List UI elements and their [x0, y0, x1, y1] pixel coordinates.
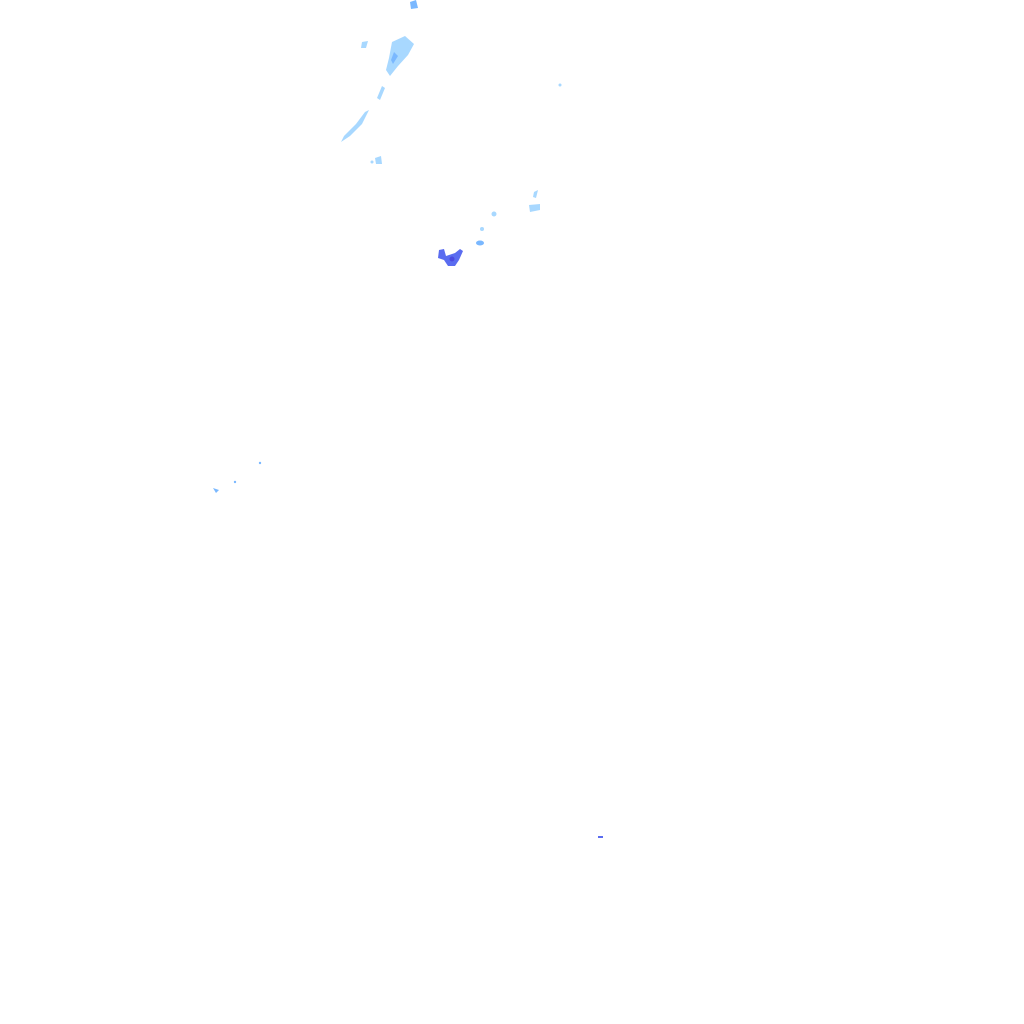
rain-cell [375, 156, 382, 164]
heavy-precipitation [438, 249, 603, 838]
rain-cell [377, 86, 385, 100]
rain-cell [341, 110, 369, 142]
rain-cell [480, 227, 484, 231]
storm-core [449, 256, 455, 262]
rain-cell [386, 36, 414, 76]
rain-cell [533, 190, 538, 198]
medium-precipitation [213, 0, 484, 493]
rain-cell [213, 488, 219, 493]
rain-cell [410, 0, 418, 9]
rain-cell [476, 240, 484, 246]
rain-cell [233, 480, 237, 484]
rain-cell [391, 52, 398, 64]
light-precipitation [341, 36, 562, 231]
rain-cell [491, 211, 497, 217]
rain-cell [370, 160, 374, 164]
rain-cell [598, 836, 603, 838]
rain-cell [529, 204, 540, 212]
rain-cell [361, 41, 368, 48]
rain-cell [258, 461, 262, 465]
rain-cell [558, 83, 562, 87]
